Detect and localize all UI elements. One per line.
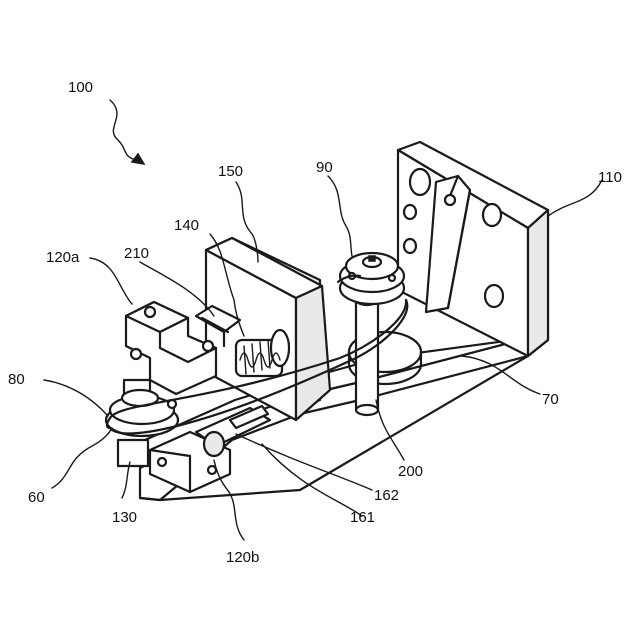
label-130: 130 xyxy=(112,509,137,526)
label-161: 161 xyxy=(350,509,375,526)
label-140: 140 xyxy=(174,217,199,234)
label-210: 210 xyxy=(124,245,149,262)
label-162: 162 xyxy=(374,487,399,504)
label-60: 60 xyxy=(28,489,45,506)
label-70: 70 xyxy=(542,391,559,408)
label-110: 110 xyxy=(598,169,622,186)
label-90: 90 xyxy=(316,159,333,176)
bracket-110 xyxy=(398,142,548,356)
label-120b: 120b xyxy=(226,549,259,566)
label-100: 100 xyxy=(68,79,93,96)
label-200: 200 xyxy=(398,463,423,480)
label-150: 150 xyxy=(218,163,243,180)
label-80: 80 xyxy=(8,371,25,388)
label-120a: 120a xyxy=(46,249,80,266)
